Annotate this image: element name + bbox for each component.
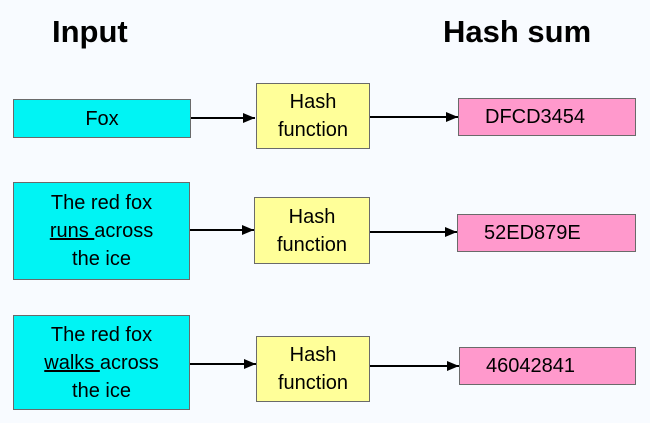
input-text: Fox	[85, 107, 119, 130]
hash-sum-box-3: 46042841	[459, 347, 636, 385]
hash-value: 46042841	[486, 355, 575, 377]
hash-function-box-1: Hash function	[256, 83, 370, 149]
hash-sum-box-2: 52ED879E	[457, 214, 636, 252]
input-text: The red fox	[50, 323, 153, 346]
input-text: the ice	[72, 379, 131, 402]
changed-word: walks	[44, 351, 100, 374]
function-label: Hash	[288, 205, 336, 228]
function-label: function	[277, 119, 349, 141]
hash-function-box-3: Hash function	[256, 336, 370, 402]
input-box-1: Fox	[13, 99, 191, 138]
changed-word: runs	[49, 220, 95, 242]
function-label: function	[277, 372, 349, 394]
input-text: The red fox	[50, 192, 153, 214]
hash-function-box-2: Hash function	[254, 197, 370, 264]
hash-value: DFCD3454	[485, 106, 586, 128]
function-label: function	[276, 233, 348, 256]
hash-sum-box-1: DFCD3454	[458, 98, 636, 136]
function-label: Hash	[289, 344, 337, 366]
input-text: the ice	[72, 248, 131, 270]
function-label: Hash	[289, 91, 337, 113]
input-text: across	[94, 220, 154, 242]
input-text: across	[99, 351, 159, 374]
input-header: Input	[52, 14, 128, 49]
hash-sum-header: Hash sum	[443, 14, 592, 49]
hash-value: 52ED879E	[484, 222, 581, 244]
input-box-3: The red fox walks across the ice	[13, 315, 190, 410]
input-box-2: The red fox runs across the ice	[13, 182, 190, 280]
